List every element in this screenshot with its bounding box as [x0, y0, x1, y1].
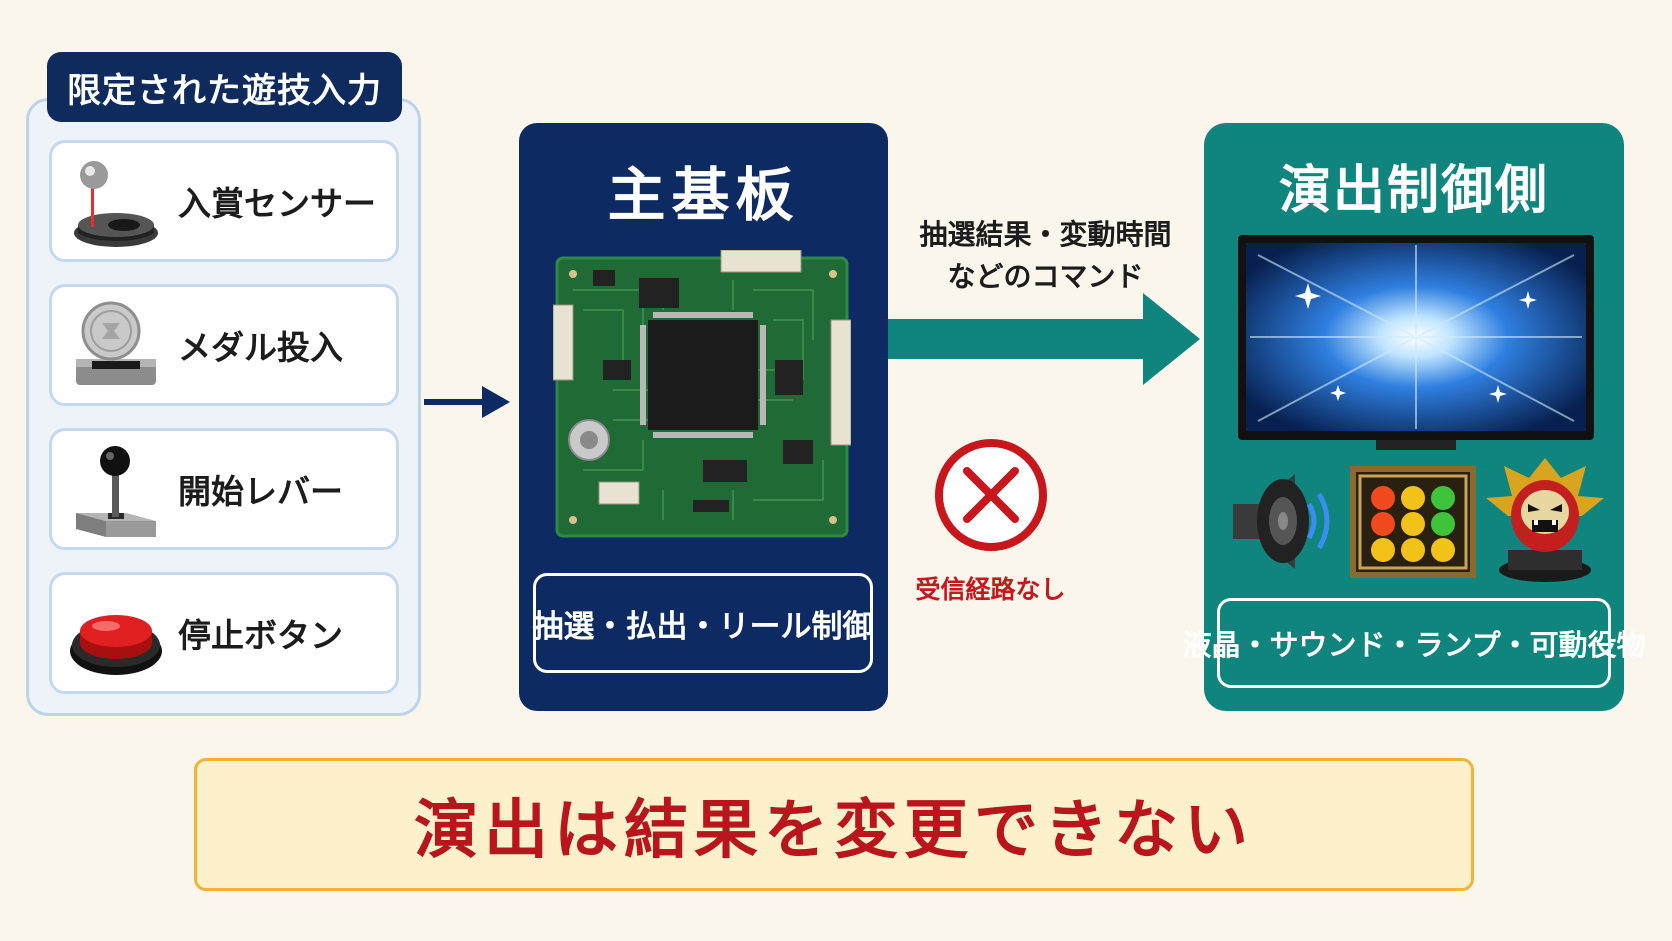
- pcb-icon: [553, 250, 851, 538]
- input-item-stop-button: 停止ボタン: [49, 572, 399, 694]
- main-board-caption: 抽選・払出・リール制御: [533, 573, 874, 673]
- conclusion-banner: 演出は結果を変更できない: [194, 758, 1474, 891]
- command-label-line1: 抽選結果・変動時間: [919, 218, 1172, 251]
- sensor-icon: [74, 161, 158, 247]
- input-panel-title: 限定された遊技入力: [47, 52, 402, 122]
- input-label-stop-button: 停止ボタン: [178, 616, 343, 655]
- no-receive-label: 受信経路なし: [915, 575, 1066, 604]
- lever-icon: [76, 446, 156, 537]
- speaker-icon: [1233, 474, 1330, 569]
- effect-control-title: 演出制御側: [1278, 161, 1549, 221]
- command-label: 抽選結果・変動時間 などのコマンド: [888, 214, 1203, 298]
- input-item-lever: 開始レバー: [49, 428, 399, 550]
- input-item-sensor: 入賞センサー: [49, 140, 399, 262]
- medal-slot-icon: [76, 301, 156, 385]
- main-board-title: 主基板: [607, 161, 800, 229]
- effect-control-caption: 液晶・サウンド・ランプ・可動役物: [1182, 598, 1646, 688]
- lamp-panel-icon: [1350, 466, 1476, 578]
- board-to-effect-arrow: [888, 293, 1200, 385]
- tv-display-icon: [1238, 235, 1594, 450]
- input-label-medal: メダル投入: [178, 328, 343, 367]
- moving-figure-icon: [1486, 458, 1604, 582]
- input-to-board-arrow: [424, 386, 510, 418]
- command-label-line2: などのコマンド: [947, 260, 1144, 293]
- prohibited-x-icon: [935, 439, 1047, 551]
- input-label-lever: 開始レバー: [178, 472, 343, 511]
- stop-button-icon: [70, 615, 162, 675]
- input-item-medal: メダル投入: [49, 284, 399, 406]
- input-label-sensor: 入賞センサー: [178, 184, 376, 223]
